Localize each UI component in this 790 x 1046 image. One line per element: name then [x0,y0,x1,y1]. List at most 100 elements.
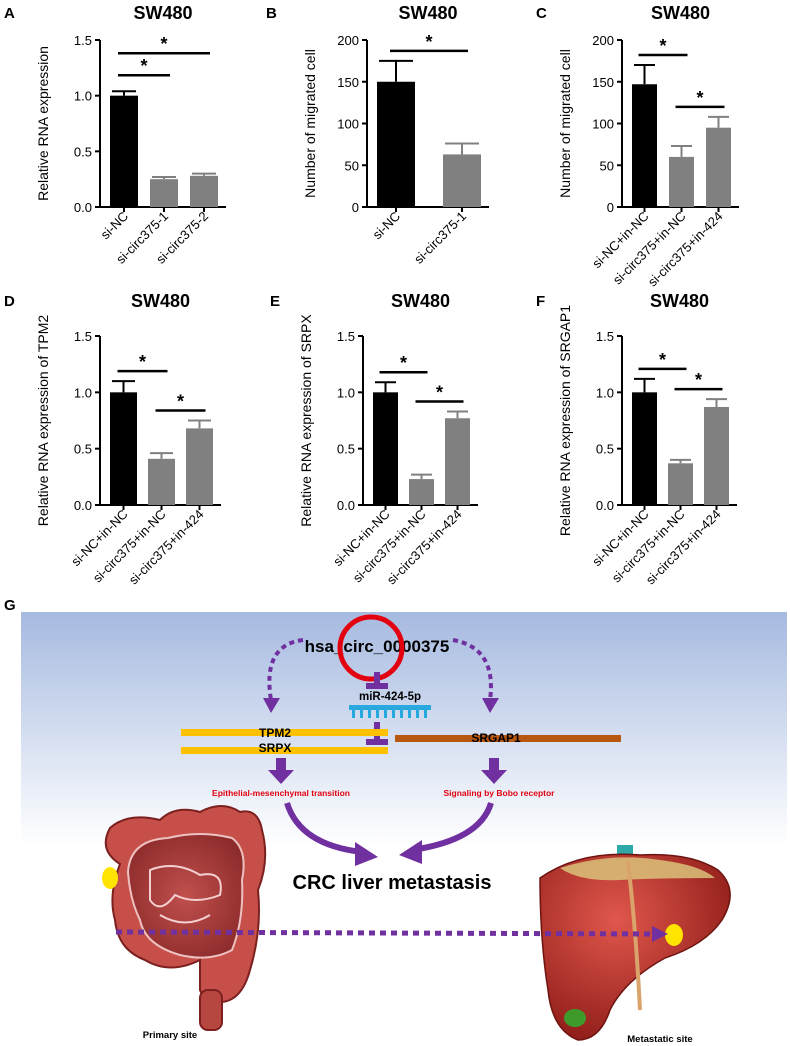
intestine-illustration [104,805,267,1031]
significance-star: * [659,36,666,56]
mirna-tooth [400,710,403,718]
x-tick-label: si-NC [98,209,132,243]
bar [110,95,138,207]
pathway-label-emt: Epithelial-mesenchymal transition [212,788,350,798]
mirna-tooth [368,710,371,718]
chart-title: SW480 [391,291,450,311]
bar [110,392,137,505]
arrowhead-left-icon [263,698,280,713]
y-tick-label: 100 [337,117,359,132]
y-axis-label: Relative RNA expression of SRGAP1 [557,305,573,536]
bar [669,156,694,207]
converge-arrowhead-right-icon [399,840,422,864]
y-tick-label: 0 [352,200,359,215]
bar [150,179,178,207]
gene-bar-srpx [181,747,388,754]
thick-arrow-right-shaft [489,758,499,770]
chart-title: SW480 [650,291,709,311]
tumor-spot-metastatic-icon [665,924,683,946]
thick-arrow-left-shaft [276,758,286,770]
bar [409,479,434,505]
bar [668,463,693,505]
gene-label-srgap1: SRGAP1 [471,731,521,745]
bar [704,406,729,505]
significance-star: * [160,34,167,54]
panel-letter: A [4,5,15,22]
migration-arrowhead-icon [652,926,668,942]
mirna-tooth [392,710,395,718]
converge-arrow-right [411,802,494,853]
y-tick-label: 1.5 [596,329,614,344]
site-label-primary: Primary site [143,1030,197,1041]
bar-charts: A SW480 0.0 0.5 1.0 1.5 Relative RNA expressio… [4,3,739,587]
mirna-tooth [376,710,379,718]
panel-letter: B [266,5,277,22]
circrna-label: hsa_circ_0000375 [305,637,450,656]
bar [706,127,731,207]
panel-letter: F [536,293,545,310]
y-tick-label: 0.5 [596,442,614,457]
pathway-label-robo: Signaling by Bobo receptor [444,788,556,798]
mirna-label: miR-424-5p [359,691,421,703]
migration-dashed-arrow [115,929,653,937]
bar [445,418,470,505]
tumor-spot-primary-icon [102,867,118,889]
mirna-tooth [352,710,355,718]
y-tick-label: 1.0 [337,385,355,400]
bar [186,428,213,505]
y-axis-label: Relative RNA expression of SRPX [298,314,314,527]
mirna-comb-icon [349,705,431,718]
bar [632,84,657,207]
bar [148,458,175,505]
significance-star: * [696,88,703,108]
converge-arrow-left [284,802,363,855]
y-tick-label: 0.0 [596,498,614,513]
y-tick-label: 150 [592,75,614,90]
bar [373,392,398,505]
y-tick-label: 1.5 [337,329,355,344]
x-tick-label: si-circ375-1 [411,209,469,267]
mirna-tooth [384,710,387,718]
gene-bar-srgap1 [395,735,621,742]
significance-star: * [425,32,432,52]
mirna-tooth [408,710,411,718]
dashed-arrow-left [267,638,304,701]
significance-star: * [436,382,443,402]
dashed-arrow-right [452,638,493,701]
mechanism-diagram: G hsa_circ_0000375 miR-424-5p TPM2 SRPX … [4,597,787,1045]
arrowhead-right-icon [482,698,499,713]
y-axis-label: Relative RNA expression [35,46,51,201]
bar [190,175,218,207]
thick-arrow-right-icon [481,770,507,784]
y-tick-label: 50 [345,158,359,173]
bar [632,392,657,505]
y-tick-label: 200 [337,33,359,48]
y-axis-label: Number of migrated cell [557,49,573,198]
y-axis-label: Relative RNA expression of TPM2 [35,315,51,527]
chart-title: SW480 [398,3,457,23]
significance-star: * [400,353,407,373]
significance-star: * [139,352,146,372]
gene-label-tpm2: TPM2 [259,726,291,740]
mirna-tooth [424,710,427,718]
chart-title: SW480 [651,3,710,23]
gene-bar-tpm2 [181,729,388,736]
chart-title: SW480 [133,3,192,23]
y-tick-label: 1.0 [74,385,92,400]
panel-letter: C [536,5,547,22]
thick-arrow-left-icon [268,770,294,784]
significance-star: * [177,392,184,412]
bar [443,154,481,207]
panel-letter: D [4,293,15,310]
bar [377,81,415,207]
significance-star: * [695,370,702,390]
y-tick-label: 0.0 [337,498,355,513]
y-tick-label: 150 [337,75,359,90]
y-tick-label: 1.0 [74,89,92,104]
y-tick-label: 100 [592,117,614,132]
